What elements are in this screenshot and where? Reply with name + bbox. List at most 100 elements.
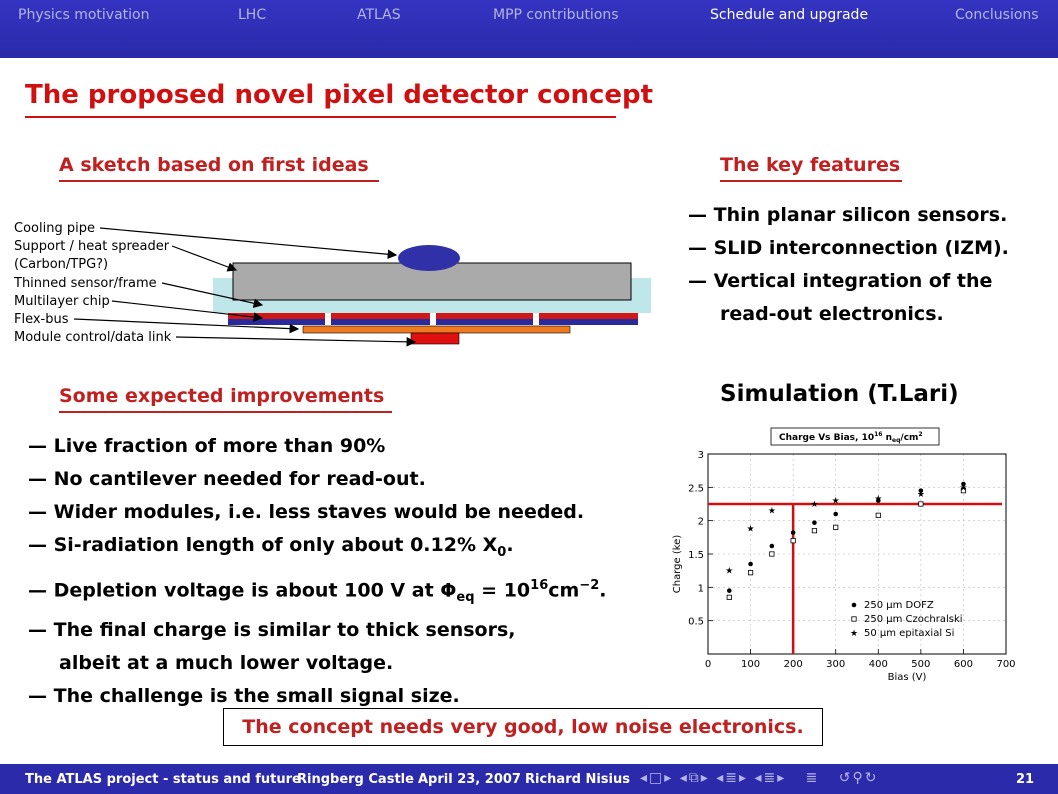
footer-author: Richard Nisius	[525, 772, 630, 787]
data-point-dot	[790, 530, 796, 535]
data-point-star: ★	[832, 497, 840, 507]
y-tick-label: 1	[698, 583, 704, 594]
label-carbon-tpg: (Carbon/TPG?)	[14, 257, 109, 272]
improvement-line: — Wider modules, i.e. less staves would …	[28, 501, 585, 523]
simulation-title: Simulation (T.Lari)	[720, 381, 959, 407]
section-icon[interactable]: ≣	[763, 770, 778, 786]
phi-subscript: eq	[456, 589, 475, 605]
sketch-heading: A sketch based on first ideas	[59, 154, 369, 176]
search-forward-icon[interactable]: ↻	[864, 770, 879, 786]
data-point-square	[726, 594, 732, 600]
improvement-line: albeit at a much lower voltage.	[59, 651, 394, 674]
prev-slide-icon[interactable]: ◂	[640, 770, 650, 786]
depletion-text: — Depletion voltage is about 100 V at Φ	[28, 579, 457, 602]
y-tick-label: 3	[698, 450, 704, 461]
x-tick-label: 200	[784, 659, 803, 670]
label-multilayer-chip: Multilayer chip	[14, 294, 110, 309]
phi-unit: cm	[548, 579, 580, 602]
y-tick-label: 1.5	[688, 550, 704, 561]
data-point-dot	[875, 498, 881, 503]
label-module-control-data-link: Module control/data link	[14, 330, 172, 345]
improvement-line: — Depletion voltage is about 100 V at Φe…	[28, 577, 607, 605]
data-point-square	[960, 488, 967, 494]
footer-venue: Ringberg Castle	[297, 772, 414, 787]
search-icon[interactable]: ⚲	[852, 770, 865, 786]
feature-line: — Thin planar silicon sensors.	[688, 204, 1008, 226]
y-tick-label: 2	[698, 517, 704, 528]
beamer-navigation-controls: ◂□▸ ◂⧉▸ ◂≣▸ ◂≣▸ ≣ ↺⚲↻	[640, 770, 879, 786]
support-heat-spreader-shape	[232, 262, 632, 301]
slide-icon[interactable]: □	[649, 770, 665, 786]
label-flex-bus: Flex-bus	[14, 312, 69, 327]
improvement-line: — The challenge is the small signal size…	[28, 684, 460, 707]
x0-subscript: 0	[497, 544, 507, 560]
footer-project: The ATLAS project - status and future	[25, 772, 301, 787]
next-frame-icon[interactable]: ▸	[700, 770, 710, 786]
page-number: 21	[1016, 772, 1035, 787]
data-point-dot	[812, 520, 817, 525]
improvements-heading-underline	[59, 411, 392, 413]
prev-section-icon[interactable]: ◂	[754, 770, 764, 786]
chart-title-part: eq	[892, 437, 900, 444]
phi-value: = 10	[481, 579, 531, 602]
data-point-star: ★	[768, 507, 776, 517]
improvements-heading: Some expected improvements	[59, 385, 385, 407]
label-cooling-pipe: Cooling pipe	[14, 221, 95, 236]
nav-item-lhc[interactable]: LHC	[238, 7, 267, 23]
data-point-square	[769, 551, 775, 557]
frame-icon[interactable]: ⧉	[688, 770, 701, 786]
data-point-dot	[918, 488, 924, 493]
unit-exponent: −2	[579, 577, 600, 593]
next-subsection-icon[interactable]: ▸	[739, 770, 749, 786]
data-point-star: ★	[725, 567, 733, 577]
nav-item-schedule-and-upgrade[interactable]: Schedule and upgrade	[710, 7, 869, 23]
legend-label: 250 μm DOFZ	[864, 600, 934, 611]
label-thinned-sensor-frame: Thinned sensor/frame	[14, 276, 157, 291]
data-point-dot	[769, 543, 775, 549]
data-point-dot	[833, 511, 839, 517]
data-point-star: ★	[959, 483, 967, 493]
data-point-square	[811, 528, 818, 534]
multilayer-chip-shape	[228, 313, 638, 325]
nav-item-atlas[interactable]: ATLAS	[357, 7, 401, 23]
feature-line: read-out electronics.	[720, 303, 944, 325]
y-axis-label: Charge (ke)	[672, 535, 683, 594]
title-underline	[25, 116, 616, 118]
legend-marker-star: ★	[850, 629, 858, 639]
prev-frame-icon[interactable]: ◂	[679, 770, 689, 786]
subsection-icon[interactable]: ≣	[725, 770, 740, 786]
module-control-link-shape	[410, 332, 460, 345]
features-heading: The key features	[720, 154, 901, 176]
data-point-star: ★	[810, 500, 818, 510]
data-point-square	[833, 524, 839, 530]
nav-item-physics-motivation[interactable]: Physics motivation	[18, 7, 150, 23]
legend-marker-dot	[851, 602, 857, 608]
footer-bar: The ATLAS project - status and future Ri…	[0, 764, 1058, 794]
improvement-line: — Si-radiation length of only about 0.12…	[28, 534, 514, 560]
search-back-icon[interactable]: ↺	[825, 770, 853, 786]
improvement-line: — Live fraction of more than 90%	[28, 435, 386, 457]
next-slide-icon[interactable]: ▸	[664, 770, 674, 786]
improvement-line: — No cantilever needed for read-out.	[28, 468, 426, 490]
x-tick-label: 500	[911, 659, 930, 670]
phi-exponent: 16	[530, 577, 549, 593]
features-heading-underline	[720, 180, 902, 182]
page-title: The proposed novel pixel detector concep…	[25, 80, 654, 110]
nav-item-mpp-contributions[interactable]: MPP contributions	[493, 7, 619, 23]
prev-subsection-icon[interactable]: ◂	[716, 770, 726, 786]
x-tick-label: 400	[869, 659, 888, 670]
x-tick-label: 100	[741, 659, 760, 670]
legend-marker-square	[851, 616, 857, 622]
improvements-list: — Live fraction of more than 90% — No ca…	[28, 430, 606, 713]
feature-line: — Vertical integration of the	[688, 270, 993, 292]
next-section-icon[interactable]: ▸	[777, 770, 787, 786]
nav-item-conclusions[interactable]: Conclusions	[955, 7, 1039, 23]
x-axis-label: Bias (V)	[888, 672, 927, 683]
data-point-dot	[748, 561, 753, 567]
toc-icon[interactable]: ≣	[792, 770, 820, 786]
cooling-pipe-shape	[398, 245, 460, 271]
data-point-star: ★	[747, 525, 755, 535]
chart-title-part: Charge Vs Bias, 10	[779, 433, 874, 443]
